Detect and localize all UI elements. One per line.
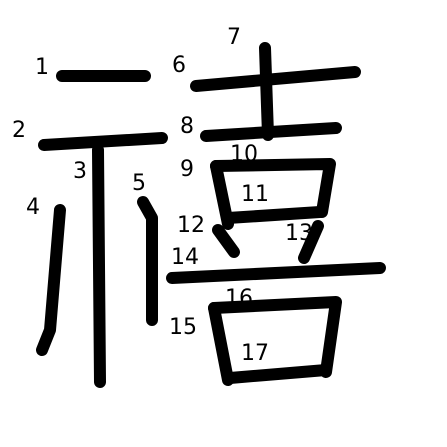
stroke-number-17: 17 — [241, 341, 269, 366]
stroke-5 — [137, 196, 158, 326]
stroke-number-14: 14 — [171, 245, 199, 270]
character-strokes — [36, 42, 386, 388]
stroke-12 — [212, 224, 240, 258]
stroke-number-labels: 1 2 3 4 5 6 7 8 9 10 11 12 13 14 15 16 1… — [12, 25, 313, 366]
stroke-number-2: 2 — [12, 118, 26, 143]
stroke-16 — [208, 296, 342, 378]
stroke-6 — [190, 66, 361, 92]
stroke-number-5: 5 — [132, 171, 146, 196]
stroke-17 — [224, 364, 332, 384]
stroke-number-3: 3 — [73, 159, 87, 184]
stroke-number-12: 12 — [177, 213, 205, 238]
stroke-number-9: 9 — [180, 157, 194, 182]
stroke-13 — [298, 220, 324, 264]
stroke-number-1: 1 — [35, 55, 49, 80]
stroke-14 — [166, 262, 386, 284]
stroke-7 — [259, 42, 274, 141]
stroke-number-8: 8 — [180, 114, 194, 139]
stroke-number-16: 16 — [225, 286, 253, 311]
stroke-4 — [92, 144, 106, 388]
stroke-number-10: 10 — [230, 142, 258, 167]
stroke-number-11: 11 — [241, 182, 269, 207]
stroke-number-15: 15 — [169, 315, 197, 340]
stroke-15 — [208, 302, 234, 386]
stroke-2 — [38, 132, 168, 151]
stroke-number-6: 6 — [172, 53, 186, 78]
stroke-10 — [210, 158, 336, 218]
stroke-number-7: 7 — [227, 25, 241, 50]
stroke-number-13: 13 — [285, 221, 313, 246]
stroke-11 — [222, 206, 326, 224]
stroke-number-4: 4 — [26, 195, 40, 220]
stroke-3 — [36, 204, 66, 356]
stroke-8 — [200, 122, 342, 142]
